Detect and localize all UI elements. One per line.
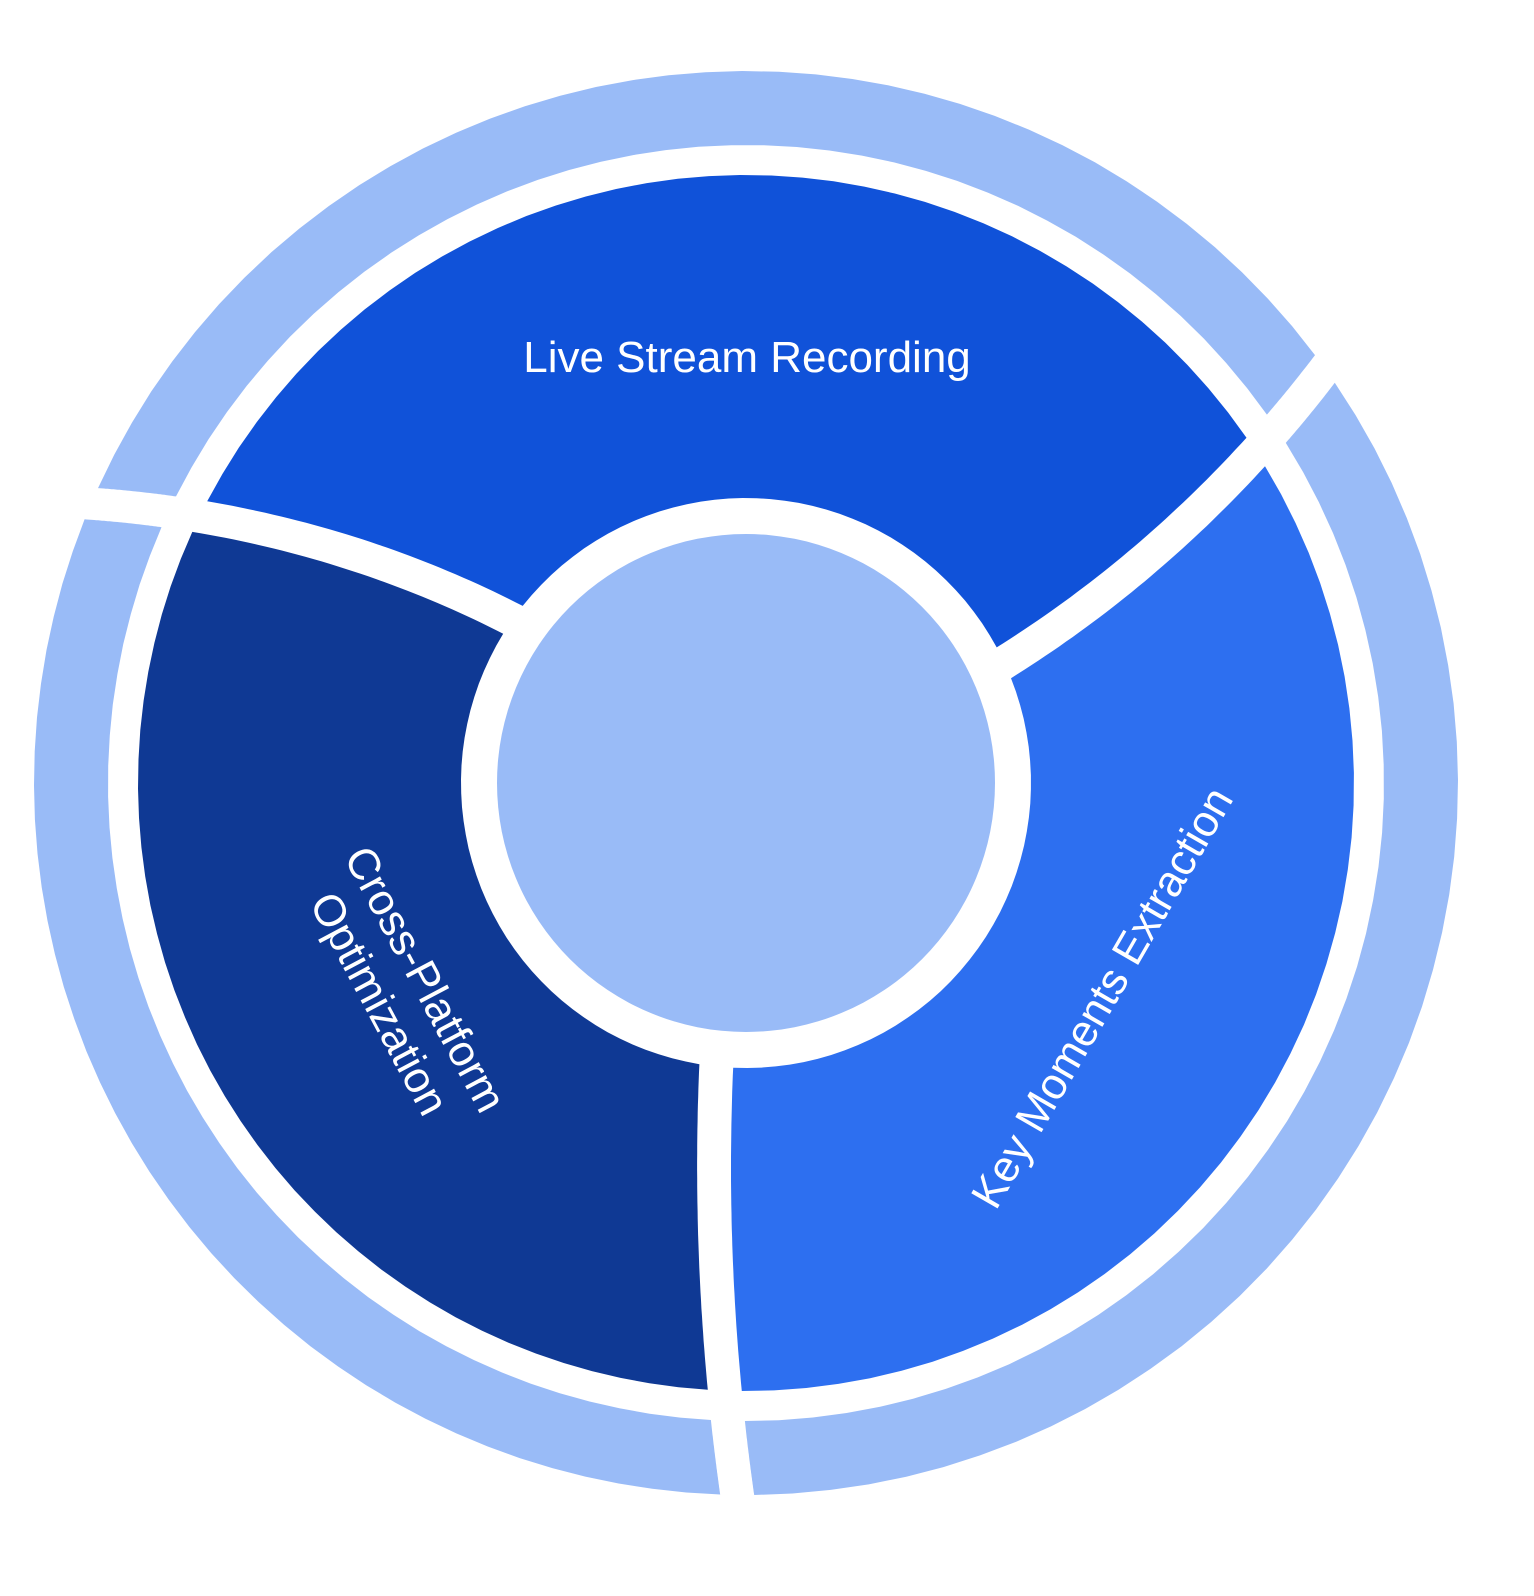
segment-key-moments-extraction	[731, 466, 1354, 1391]
center-circle	[497, 534, 995, 1032]
outer-ring-arc	[34, 519, 721, 1495]
segment-cross-platform-optimization	[138, 531, 708, 1390]
segments	[138, 175, 1354, 1391]
outer-ring	[34, 71, 1458, 1496]
segment-live-stream-recording	[207, 175, 1247, 648]
outer-ring-arc	[744, 382, 1458, 1496]
outer-ring-arc	[98, 71, 1315, 497]
segment-label-live-stream-recording: Live Stream Recording	[523, 333, 971, 382]
